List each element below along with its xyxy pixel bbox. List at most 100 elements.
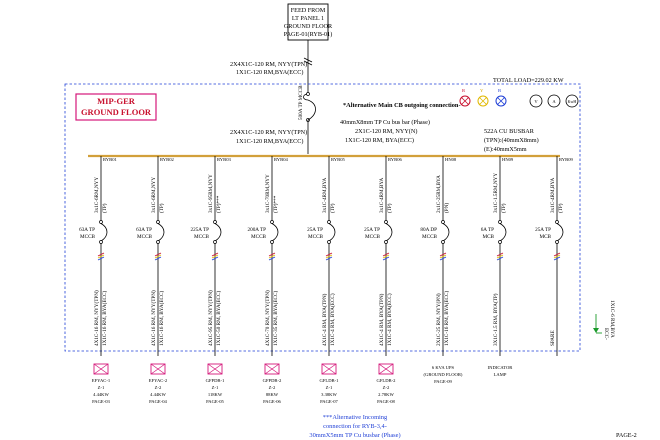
circuit-cable: 4X1C-16 RM, NYY(TPN) xyxy=(150,290,157,346)
load-kw: 118KW xyxy=(208,392,223,397)
incoming-cable-line-1: 2X4X1C-120 RM, NYY(TPN) xyxy=(230,61,307,68)
breaker-rating: 6A TP xyxy=(481,227,494,233)
circuit-tag: RYB03 xyxy=(217,157,231,162)
panel-title-line-2: GROUND FLOOR xyxy=(81,107,152,117)
circuit-top-cable: 3x1C-6RM,NYY xyxy=(151,177,157,213)
phase-marker-icon xyxy=(439,254,447,259)
breaker-terminal-icon xyxy=(213,220,217,224)
neutral-cable-line-1: 2X1C-120 RM, NYY(N) xyxy=(355,128,417,135)
outgoing-cable-line-1: 2X4X1C-120 RM, NYY(TPN) xyxy=(230,129,307,136)
alt-main-cb-note: *Alternative Main CB outgoing connection… xyxy=(343,102,461,109)
feed-line-1: FEED FROM xyxy=(291,7,326,14)
phase-marker-icon xyxy=(268,254,276,259)
circuit-cable: 4X1C-4 RM, BYA(TPN) xyxy=(378,293,385,346)
phase-marker-icon xyxy=(325,256,333,261)
energy-meter-label: KwH xyxy=(568,99,577,104)
phase-marker-icon xyxy=(211,254,219,259)
alt-main-cb-busbar: 40mmX8mm TP Cu bus bar (Phase) xyxy=(340,119,430,126)
breaker-type: MCCB xyxy=(308,234,324,240)
phase-marker-icon xyxy=(97,252,105,257)
alt-incoming-line-3: 30mmX5mm TP Cu busbar (Phase) xyxy=(309,432,400,439)
breaker-rating: 80A DP xyxy=(420,227,437,233)
load-page: PAGE-09 xyxy=(434,379,452,384)
outgoing-cable-line-2: 1X1C-120 RM,BYA(ECC) xyxy=(236,138,303,145)
breaker-switch-icon xyxy=(271,223,279,242)
feed-line-3: GROUND FLOOR xyxy=(284,23,333,30)
breaker-switch-icon xyxy=(499,223,507,242)
breaker-switch-icon xyxy=(214,223,222,242)
ammeter-label: A xyxy=(552,99,556,104)
load-zone: Z-2 xyxy=(383,385,390,390)
voltmeter-icon xyxy=(529,94,543,108)
circuit-top-cable: 3x1C-70RM,NYY xyxy=(265,174,271,213)
phase-marker-icon xyxy=(553,254,561,259)
breaker-terminal-icon xyxy=(156,220,160,224)
feed-line-4: PAGE-01(RYB-01) xyxy=(284,31,333,38)
energy-meter-icon xyxy=(565,94,579,108)
circuit-top-cable: (PN) xyxy=(443,203,450,213)
circuit-top-cable: 3x1C-6RM,NYY xyxy=(94,177,100,213)
load-kw: 88KW xyxy=(266,392,279,397)
circuit-top-cable: 3x1C-1.5RM,NYY xyxy=(493,173,499,213)
phase-marker-icon xyxy=(97,256,105,261)
load-name: EFYAC-2 xyxy=(149,378,168,383)
main-mccb-label: 500A TP MCCB xyxy=(298,85,304,120)
busbar-spec-line-3: (E):40mmX5mm xyxy=(484,146,527,153)
circuit-cable: 1X1C-35 RM, BYA(ECC) xyxy=(272,291,279,346)
breaker-type: MCCB xyxy=(422,234,438,240)
circuit-cable: 1X1C-16 RM, BYA(ECC) xyxy=(101,291,108,346)
load-page: PAGE-04 xyxy=(149,399,167,404)
breaker-terminal-icon xyxy=(270,220,274,224)
breaker-rating: 25A TP xyxy=(535,227,551,233)
circuit-top-cable: (TP) xyxy=(329,203,336,213)
circuit-tag: RYB09 xyxy=(559,157,573,162)
breaker-type: MCCB xyxy=(80,234,96,240)
indicator-lamps: R Y B xyxy=(459,88,507,107)
breaker-rating: 63A TP xyxy=(79,227,95,233)
ammeter-icon xyxy=(547,94,561,108)
phase-marker-icon xyxy=(154,254,162,259)
phase-marker-icon xyxy=(154,252,162,257)
breaker-switch-icon xyxy=(100,223,108,242)
page-label: PAGE-2 xyxy=(616,432,637,439)
phase-marker-icon xyxy=(382,254,390,259)
incoming-cable-line-2: 1X1C-120 RM,BYA(ECC) xyxy=(236,69,303,76)
ecc-conductor: ECC- 1X1C-6 RM,BYA xyxy=(593,300,615,340)
circuit-top-cable: (TP)*** xyxy=(272,195,279,213)
circuit-top-cable: (TP) xyxy=(386,203,393,213)
breaker-rating: 25A TP xyxy=(307,227,323,233)
phase-marker-icon xyxy=(553,256,561,261)
breaker-type: MCB xyxy=(482,234,494,240)
phase-marker-icon xyxy=(553,252,561,257)
cable-slash-1 xyxy=(303,57,313,63)
load-name: INDICATOR xyxy=(488,365,514,370)
breaker-switch-icon xyxy=(442,223,450,242)
alt-incoming-line-1: ***Alternative Incoming xyxy=(323,414,388,421)
breaker-switch-icon xyxy=(157,223,165,242)
circuit-cable: 3X1C-1.5 RM, BYA(TP) xyxy=(492,293,499,346)
breaker-rating: 225A TP xyxy=(191,227,210,233)
breaker-terminal-icon xyxy=(555,220,559,224)
breaker-terminal-icon xyxy=(327,220,331,224)
load-zone: Z-1 xyxy=(212,385,219,390)
breaker-terminal-icon xyxy=(384,220,388,224)
circuit-top-cable: 3x1C-95RM,NYY xyxy=(208,174,214,213)
circuit-tag: RYB05 xyxy=(331,157,345,162)
phase-marker-icon xyxy=(325,252,333,257)
load-name: GFLDB-1 xyxy=(320,378,340,383)
breaker-terminal-icon xyxy=(441,220,445,224)
circuit-top-cable: (TP)*** xyxy=(215,195,222,213)
breaker-rating: 200A TP xyxy=(248,227,267,233)
load-page: PAGE-03 xyxy=(92,399,110,404)
circuit-top-cable: (TP) xyxy=(158,203,165,213)
breaker-rating: 25A TP xyxy=(364,227,380,233)
indicator-letter-y: Y xyxy=(480,88,484,93)
load-zone: Z-2 xyxy=(155,385,162,390)
load-page: PAGE-05 xyxy=(206,399,224,404)
